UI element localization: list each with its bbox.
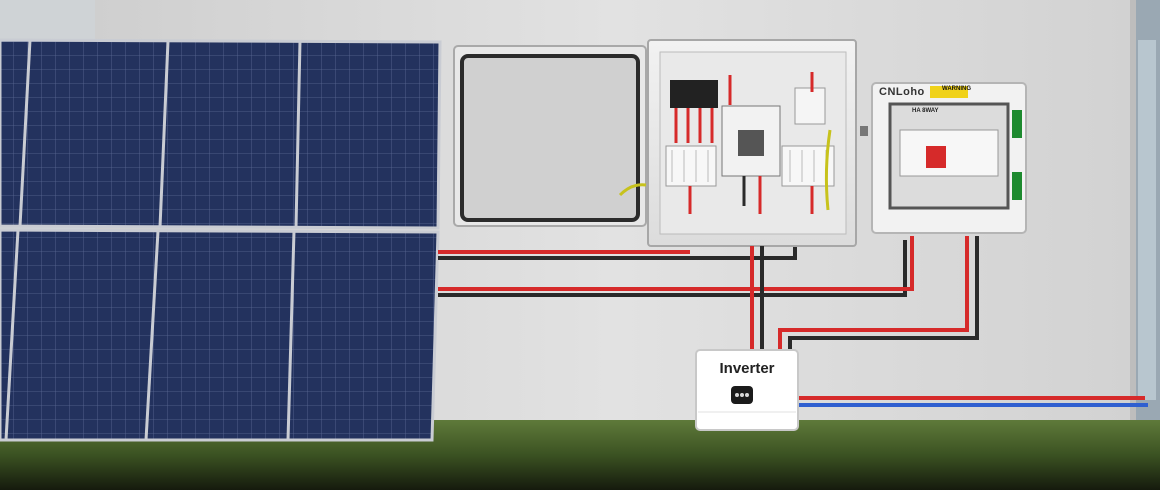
breaker-tag: HA 8WAY: [912, 108, 939, 114]
ac-distribution-box: [860, 82, 1027, 234]
warning-sticker: WARNING: [942, 86, 971, 92]
inverter-unit: [695, 349, 799, 431]
brand-logo: CNLoho: [879, 86, 925, 98]
combiner-box-door: [453, 45, 647, 227]
inverter-label: Inverter: [719, 360, 775, 377]
solar-panel-array: [0, 38, 442, 442]
combiner-box: [647, 39, 857, 247]
grid-cables: [798, 396, 1148, 407]
pv-cables: [438, 236, 914, 297]
inverter-cables: [750, 236, 979, 350]
